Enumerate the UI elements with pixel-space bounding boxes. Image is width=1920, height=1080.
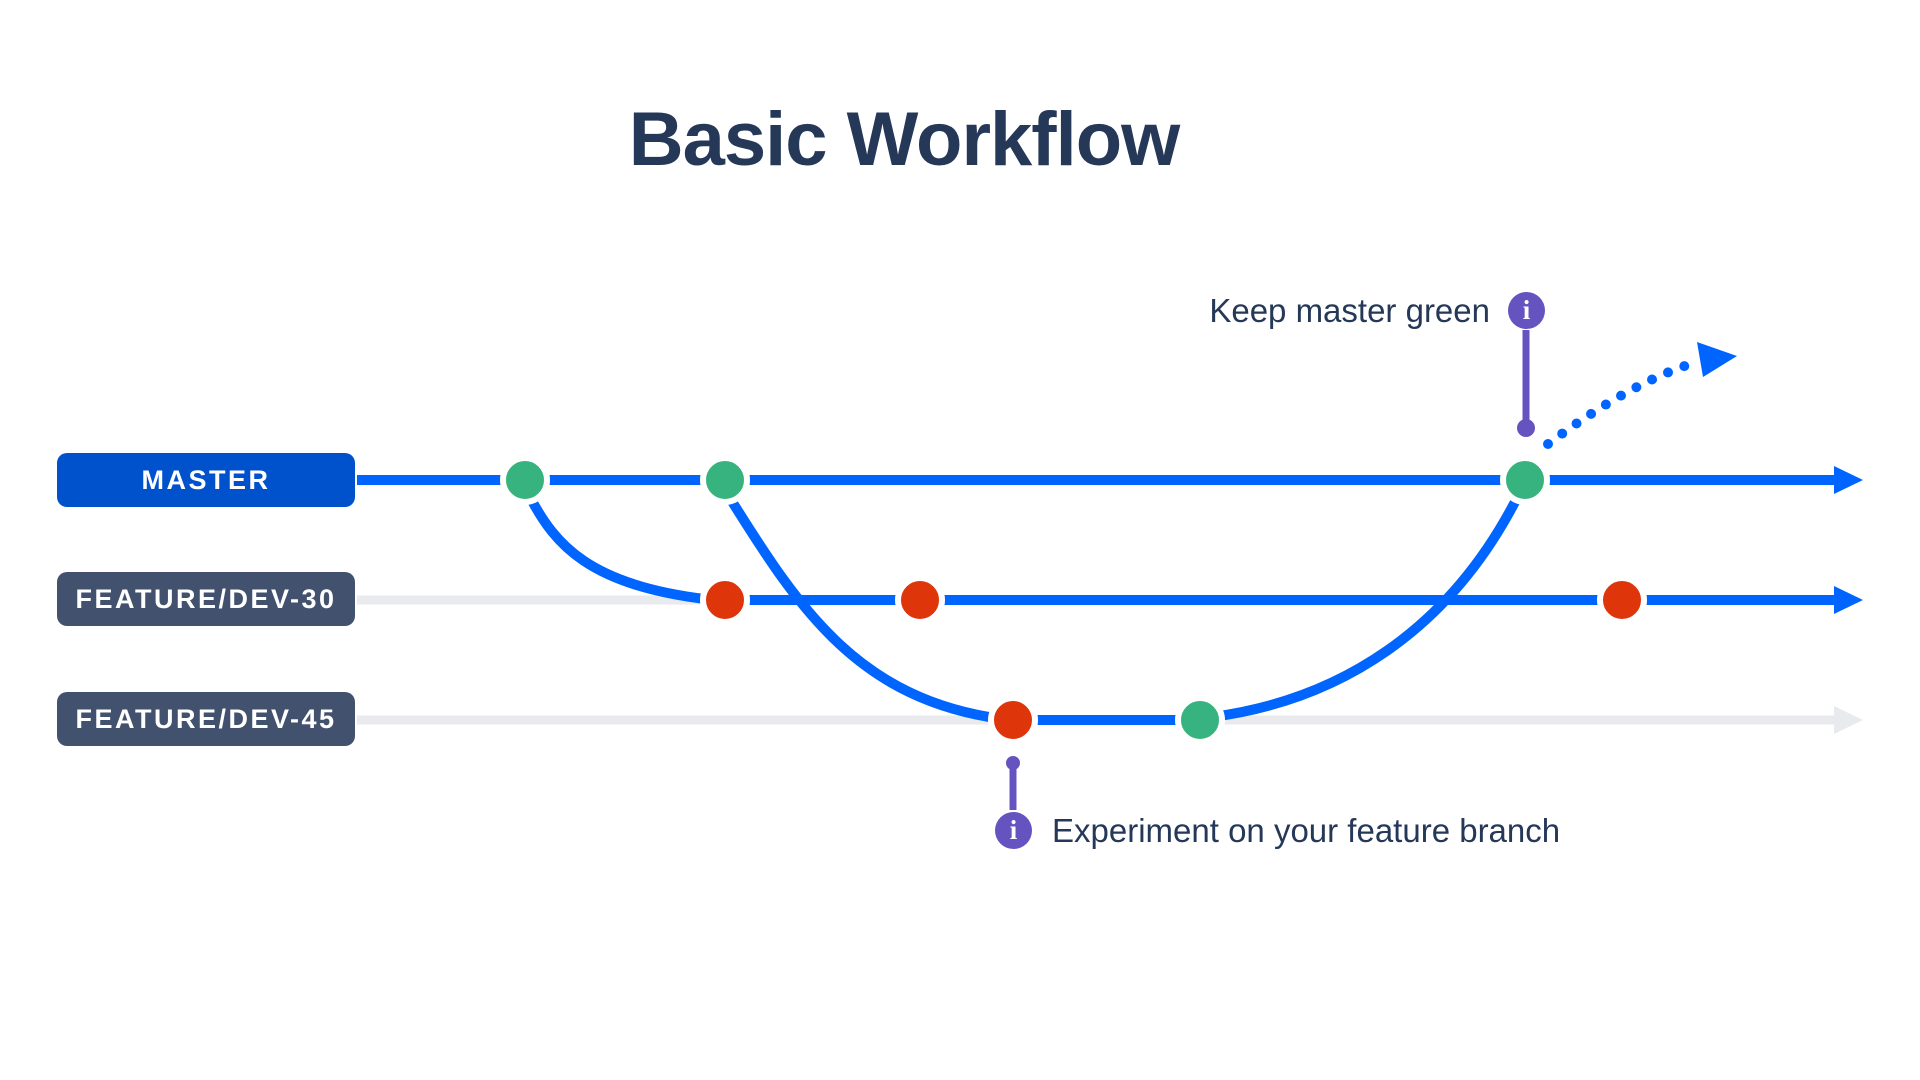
branch-curve-master-to-dev45 bbox=[728, 498, 1007, 724]
branch-curve-master-to-dev30 bbox=[525, 492, 710, 604]
future-arrowhead bbox=[1697, 342, 1737, 377]
dev45-arrowhead bbox=[1834, 706, 1863, 734]
commit-failing bbox=[988, 695, 1038, 745]
commit-failing bbox=[895, 575, 945, 625]
commit-failing bbox=[1597, 575, 1647, 625]
commit-passing bbox=[700, 455, 750, 505]
info-icon: i bbox=[995, 812, 1032, 849]
experiment-connector-dot bbox=[1006, 756, 1020, 770]
keep-master-connector-dot bbox=[1517, 419, 1535, 437]
commit-failing bbox=[700, 575, 750, 625]
commit-passing bbox=[500, 455, 550, 505]
commit-passing bbox=[1175, 695, 1225, 745]
annotation-keep-master-green: Keep master green bbox=[1209, 292, 1490, 329]
commits-layer bbox=[500, 455, 1647, 745]
master-arrowhead bbox=[1834, 466, 1863, 494]
commit-passing bbox=[1500, 455, 1550, 505]
branch-label-feature-dev-30: FEATURE/DEV-30 bbox=[57, 572, 355, 626]
annotation-experiment-feature-branch: Experiment on your feature branch bbox=[1052, 812, 1561, 849]
dev30-arrowhead bbox=[1834, 586, 1863, 614]
info-icon: i bbox=[1508, 292, 1545, 329]
merge-curve-dev45-to-master bbox=[1207, 491, 1523, 722]
branch-label-master: MASTER bbox=[57, 453, 355, 507]
page-title: Basic Workflow bbox=[628, 97, 1181, 182]
future-dotted-arc bbox=[1543, 356, 1705, 449]
branch-label-feature-dev-45: FEATURE/DEV-45 bbox=[57, 692, 355, 746]
